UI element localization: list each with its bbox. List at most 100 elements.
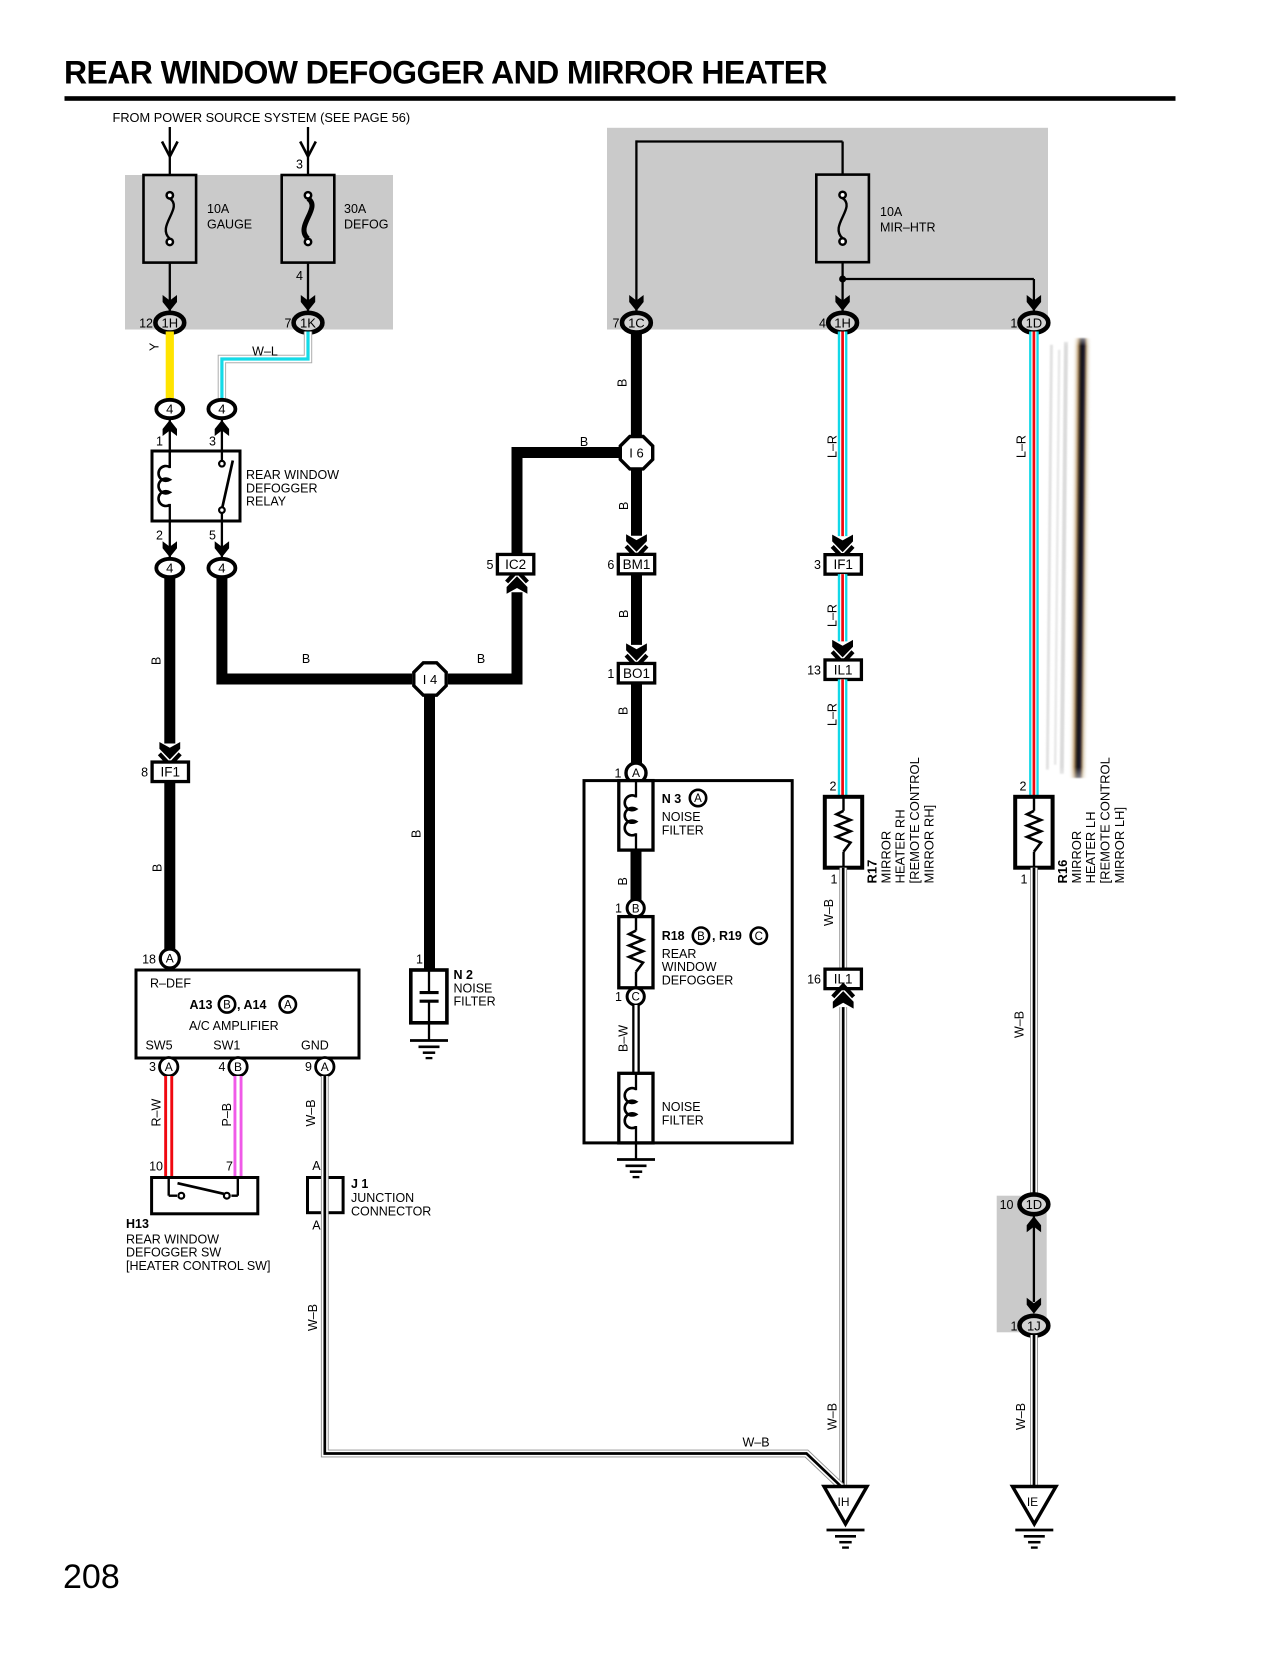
- svg-text:L–R: L–R: [826, 604, 840, 627]
- svg-text:2: 2: [156, 529, 163, 543]
- svg-text:W–B: W–B: [826, 1403, 840, 1430]
- svg-text:4: 4: [166, 561, 173, 576]
- svg-text:B: B: [617, 707, 631, 715]
- svg-text:REAR WINDOW: REAR WINDOW: [126, 1232, 219, 1246]
- svg-text:J 1: J 1: [351, 1177, 368, 1191]
- svg-text:L–R: L–R: [826, 435, 840, 458]
- svg-text:MIR–HTR: MIR–HTR: [880, 221, 936, 235]
- svg-text:CONNECTOR: CONNECTOR: [351, 1205, 431, 1219]
- svg-text:WINDOW: WINDOW: [662, 960, 717, 974]
- svg-text:A: A: [321, 1060, 329, 1074]
- svg-text:DEFOGGER: DEFOGGER: [246, 481, 318, 495]
- svg-text:5: 5: [486, 558, 493, 572]
- svg-text:B: B: [151, 864, 165, 872]
- svg-text:REAR WINDOW: REAR WINDOW: [246, 468, 339, 482]
- svg-text:W–B: W–B: [742, 1436, 769, 1450]
- svg-text:1: 1: [1011, 1319, 1018, 1333]
- svg-text:W–B: W–B: [1013, 1011, 1027, 1038]
- svg-text:A: A: [632, 766, 640, 780]
- svg-text:B: B: [616, 379, 630, 387]
- svg-text:W–B: W–B: [306, 1304, 320, 1331]
- svg-text:H13: H13: [126, 1217, 149, 1231]
- svg-text:1: 1: [615, 990, 622, 1004]
- svg-text:9: 9: [305, 1060, 312, 1074]
- svg-text:3: 3: [149, 1060, 156, 1074]
- svg-text:7: 7: [285, 316, 292, 330]
- svg-text:HEATER LH: HEATER LH: [1083, 812, 1098, 884]
- svg-text:4: 4: [819, 316, 826, 330]
- svg-text:4: 4: [218, 561, 225, 576]
- svg-text:W–L: W–L: [252, 345, 278, 359]
- svg-text:, R19: , R19: [712, 929, 742, 943]
- svg-text:REAR WINDOW DEFOGGER AND MIRRO: REAR WINDOW DEFOGGER AND MIRROR HEATER: [64, 55, 827, 91]
- svg-text:3: 3: [296, 158, 303, 172]
- svg-text:6: 6: [607, 558, 614, 572]
- svg-text:18: 18: [142, 953, 156, 967]
- svg-text:1: 1: [607, 667, 614, 681]
- svg-text:JUNCTION: JUNCTION: [351, 1191, 414, 1205]
- svg-text:BM1: BM1: [623, 557, 651, 572]
- svg-text:B: B: [223, 1000, 231, 1012]
- svg-text:1: 1: [1021, 873, 1028, 887]
- svg-text:16: 16: [807, 973, 821, 987]
- svg-text:MIRROR: MIRROR: [879, 831, 894, 884]
- svg-text:R17: R17: [865, 860, 880, 884]
- svg-text:4: 4: [166, 402, 173, 417]
- svg-text:A/C AMPLIFIER: A/C AMPLIFIER: [189, 1019, 279, 1033]
- svg-text:1: 1: [615, 767, 622, 781]
- svg-text:FILTER: FILTER: [454, 995, 496, 1009]
- svg-text:RELAY: RELAY: [246, 495, 287, 509]
- svg-text:DEFOGGER: DEFOGGER: [662, 973, 734, 987]
- svg-text:MIRROR: MIRROR: [1069, 831, 1084, 884]
- svg-text:L–R: L–R: [826, 703, 840, 726]
- svg-text:A: A: [284, 1000, 292, 1012]
- svg-text:NOISE: NOISE: [454, 981, 493, 995]
- svg-text:MIRROR RH]: MIRROR RH]: [922, 805, 937, 884]
- svg-text:REAR: REAR: [662, 947, 697, 961]
- svg-text:B: B: [617, 610, 631, 618]
- svg-text:A13: A13: [190, 998, 213, 1012]
- svg-text:13: 13: [807, 664, 821, 678]
- svg-text:W–B: W–B: [304, 1099, 318, 1126]
- svg-text:A: A: [166, 952, 174, 966]
- svg-text:B: B: [302, 652, 310, 666]
- svg-text:10: 10: [149, 1160, 163, 1174]
- svg-text:B: B: [697, 931, 705, 943]
- svg-text:SW1: SW1: [213, 1039, 240, 1053]
- svg-text:Y: Y: [148, 342, 162, 351]
- svg-text:10A: 10A: [880, 205, 903, 219]
- svg-text:B: B: [410, 830, 424, 838]
- svg-text:B: B: [632, 903, 640, 915]
- svg-text:IE: IE: [1027, 1495, 1038, 1509]
- svg-text:3: 3: [814, 558, 821, 572]
- svg-text:1H: 1H: [834, 315, 851, 330]
- svg-text:W–B: W–B: [1014, 1403, 1028, 1430]
- svg-text:A: A: [694, 793, 702, 805]
- svg-text:2: 2: [1020, 780, 1027, 794]
- svg-text:8: 8: [141, 766, 148, 780]
- svg-text:1D: 1D: [1026, 315, 1043, 330]
- svg-text:FROM POWER SOURCE SYSTEM (SEE: FROM POWER SOURCE SYSTEM (SEE PAGE 56): [113, 110, 411, 125]
- svg-text:10: 10: [1000, 1198, 1014, 1212]
- svg-text:R16: R16: [1055, 860, 1070, 884]
- svg-text:B: B: [616, 877, 630, 885]
- svg-text:3: 3: [209, 435, 216, 449]
- svg-text:DEFOGGER SW: DEFOGGER SW: [126, 1246, 221, 1260]
- svg-text:FILTER: FILTER: [662, 823, 704, 837]
- svg-text:IL1: IL1: [834, 972, 853, 987]
- svg-text:A: A: [312, 1159, 321, 1173]
- svg-text:R–W: R–W: [150, 1099, 164, 1127]
- svg-text:4: 4: [218, 402, 225, 417]
- svg-text:R–DEF: R–DEF: [150, 977, 191, 991]
- svg-text:[REMOTE CONTROL: [REMOTE CONTROL: [1098, 757, 1113, 883]
- svg-text:SW5: SW5: [145, 1039, 172, 1053]
- svg-text:L–R: L–R: [1015, 435, 1029, 458]
- svg-text:I 6: I 6: [629, 446, 643, 461]
- svg-text:IL1: IL1: [834, 663, 853, 678]
- svg-text:MIRROR LH]: MIRROR LH]: [1112, 807, 1127, 884]
- svg-text:P–B: P–B: [220, 1103, 234, 1127]
- svg-text:B–W: B–W: [617, 1025, 631, 1052]
- svg-text:208: 208: [63, 1558, 120, 1596]
- svg-text:[REMOTE CONTROL: [REMOTE CONTROL: [907, 757, 922, 883]
- svg-text:1C: 1C: [628, 315, 645, 330]
